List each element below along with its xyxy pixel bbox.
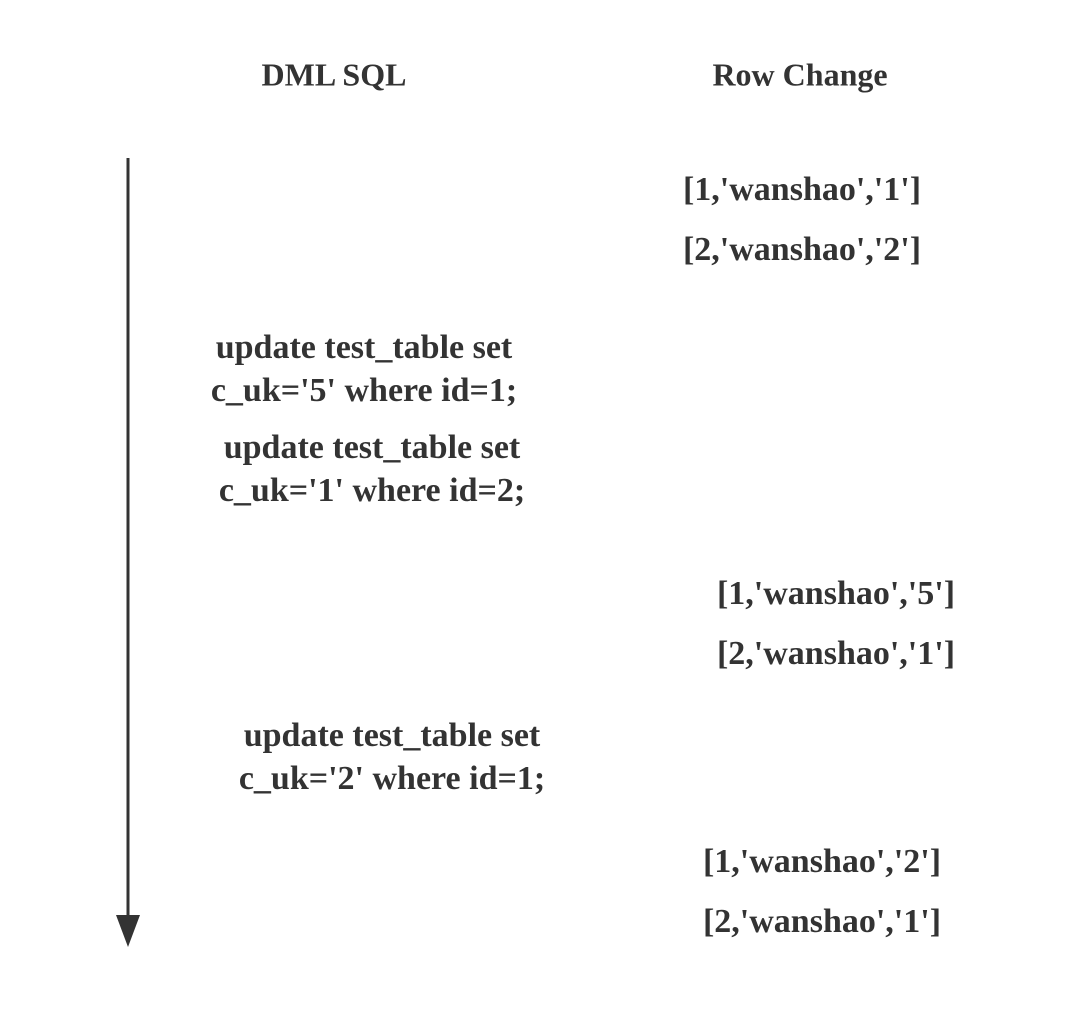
column-header-dml-sql: DML SQL	[261, 56, 407, 93]
row-change-line: [1,'wanshao','2']	[702, 843, 942, 880]
sql-statement-2: update test_table set c_uk='1' where id=…	[219, 426, 525, 512]
column-header-row-change: Row Change	[712, 56, 888, 93]
row-change-line: [2,'wanshao','1']	[702, 903, 942, 940]
row-change-line: [1,'wanshao','5']	[716, 575, 956, 612]
timeline-down-arrow-icon	[116, 158, 140, 947]
row-change-line: [2,'wanshao','1']	[716, 635, 956, 672]
sql-statement-line: update test_table set	[243, 716, 541, 754]
row-change-block-middle: [1,'wanshao','5'] [2,'wanshao','1']	[717, 564, 955, 684]
sql-statement-line: update test_table set	[215, 328, 513, 366]
sql-statement-3: update test_table set c_uk='2' where id=…	[239, 714, 545, 800]
sql-statement-line: c_uk='1' where id=2;	[218, 471, 526, 509]
sql-statement-line: update test_table set	[223, 428, 521, 466]
row-change-line: [2,'wanshao','2']	[682, 231, 922, 268]
row-change-line: [1,'wanshao','1']	[682, 171, 922, 208]
row-change-block-final: [1,'wanshao','2'] [2,'wanshao','1']	[703, 832, 941, 952]
sql-statement-1: update test_table set c_uk='5' where id=…	[211, 326, 517, 412]
sql-statement-line: c_uk='2' where id=1;	[238, 759, 546, 797]
sql-statement-line: c_uk='5' where id=1;	[210, 371, 518, 409]
row-change-block-initial: [1,'wanshao','1'] [2,'wanshao','2']	[683, 160, 921, 280]
